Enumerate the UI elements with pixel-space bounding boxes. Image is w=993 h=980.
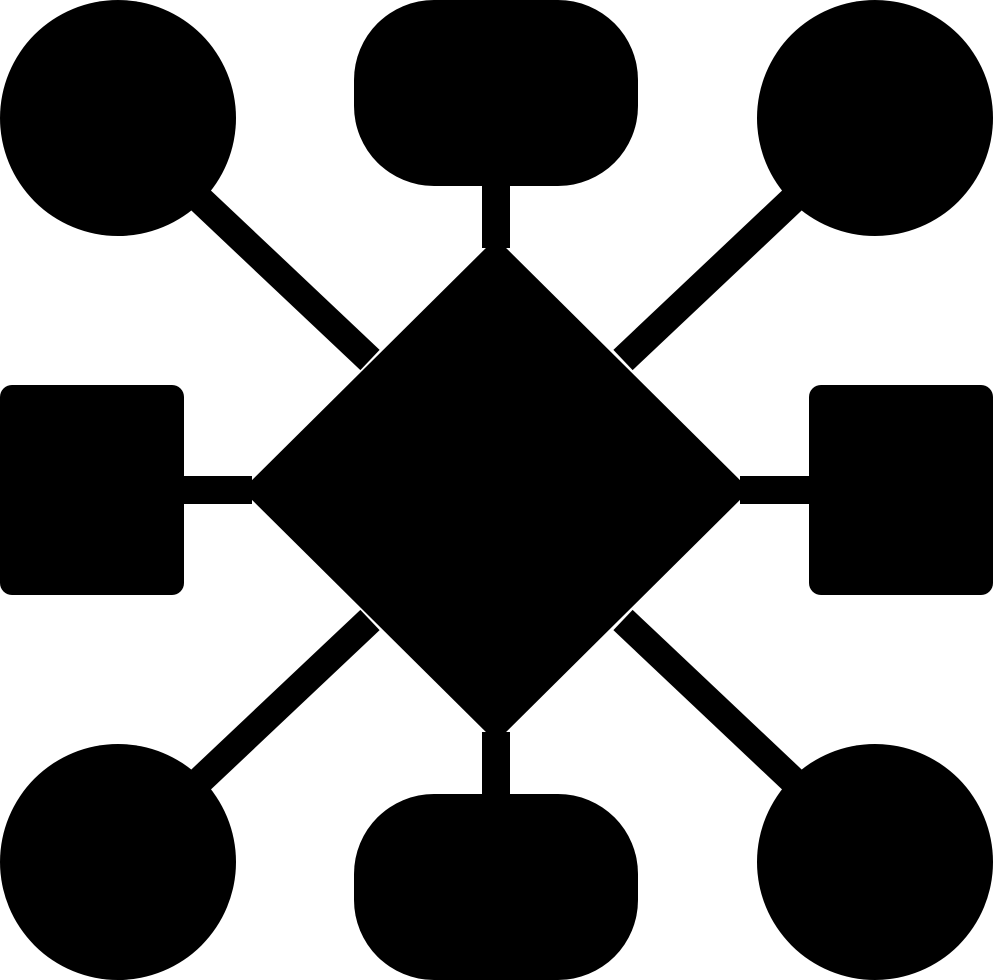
node-pill-top	[354, 0, 638, 186]
node-circle-top-right	[757, 0, 993, 236]
node-square-right	[809, 385, 993, 595]
node-circle-bottom-left	[0, 744, 236, 980]
node-circle-bottom-right	[757, 744, 993, 980]
connector-top	[482, 178, 510, 248]
node-circle-top-left	[0, 0, 236, 236]
center-diamond	[242, 238, 750, 742]
node-square-left	[0, 385, 184, 595]
node-pill-bottom	[354, 794, 638, 980]
connector-bottom-right	[613, 609, 813, 801]
connector-left	[176, 476, 252, 504]
connector-bottom-left	[180, 609, 380, 801]
connector-top-right	[613, 179, 813, 371]
connector-right	[740, 476, 816, 504]
connector-top-left	[180, 179, 380, 371]
connector-bottom	[482, 732, 510, 802]
